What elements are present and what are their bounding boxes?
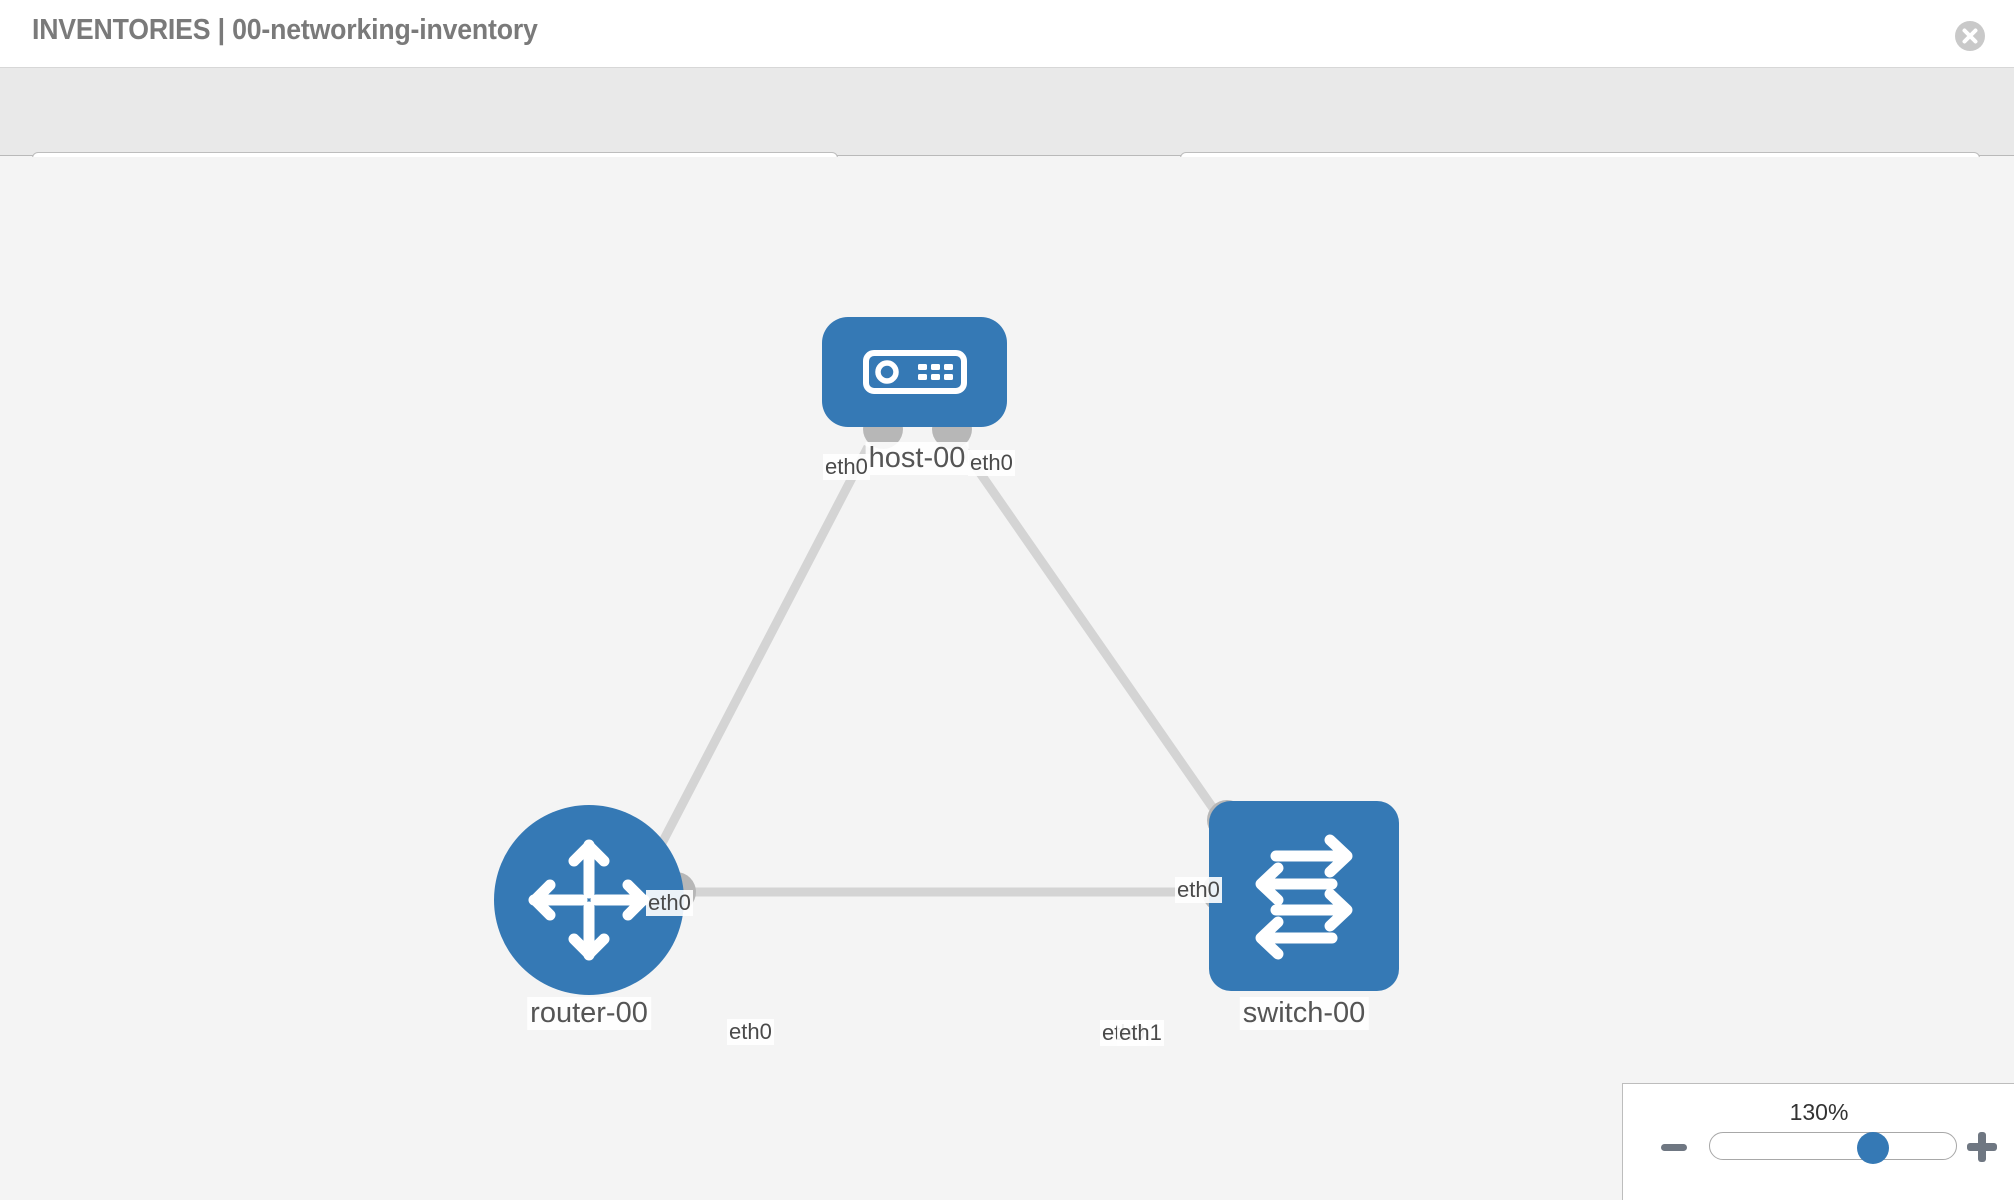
switch-arrows-icon bbox=[1255, 834, 1353, 960]
toolbar: ACTIONS SEARCH bbox=[0, 68, 2014, 208]
header-bar: INVENTORIES | 00-networking-inventory bbox=[0, 0, 2014, 68]
zoom-level-value: 130% bbox=[1789, 1099, 1849, 1125]
node-host-00[interactable] bbox=[822, 317, 1007, 427]
topology-links-layer bbox=[656, 409, 1247, 912]
connector-nubs bbox=[656, 409, 1247, 912]
zoom-slider-track[interactable] bbox=[1709, 1132, 1957, 1160]
page-title: INVENTORIES | 00-networking-inventory bbox=[32, 14, 538, 46]
router-arrows-icon bbox=[528, 839, 650, 961]
node-switch-00[interactable] bbox=[1209, 801, 1399, 991]
node-router-00[interactable] bbox=[494, 805, 684, 995]
zoom-control-panel: 130% bbox=[1622, 1083, 2014, 1200]
minus-icon[interactable] bbox=[1661, 1144, 1687, 1151]
link-host-switch bbox=[958, 444, 1244, 850]
plus-icon[interactable] bbox=[1967, 1132, 1997, 1162]
server-appliance-icon bbox=[862, 350, 967, 394]
close-icon[interactable] bbox=[1954, 20, 1986, 52]
topology-canvas[interactable]: host-00 router-00 switch-00 eth0 eth0 et… bbox=[0, 157, 2014, 1200]
zoom-slider-thumb[interactable] bbox=[1857, 1132, 1889, 1164]
link-router-host bbox=[656, 444, 872, 850]
